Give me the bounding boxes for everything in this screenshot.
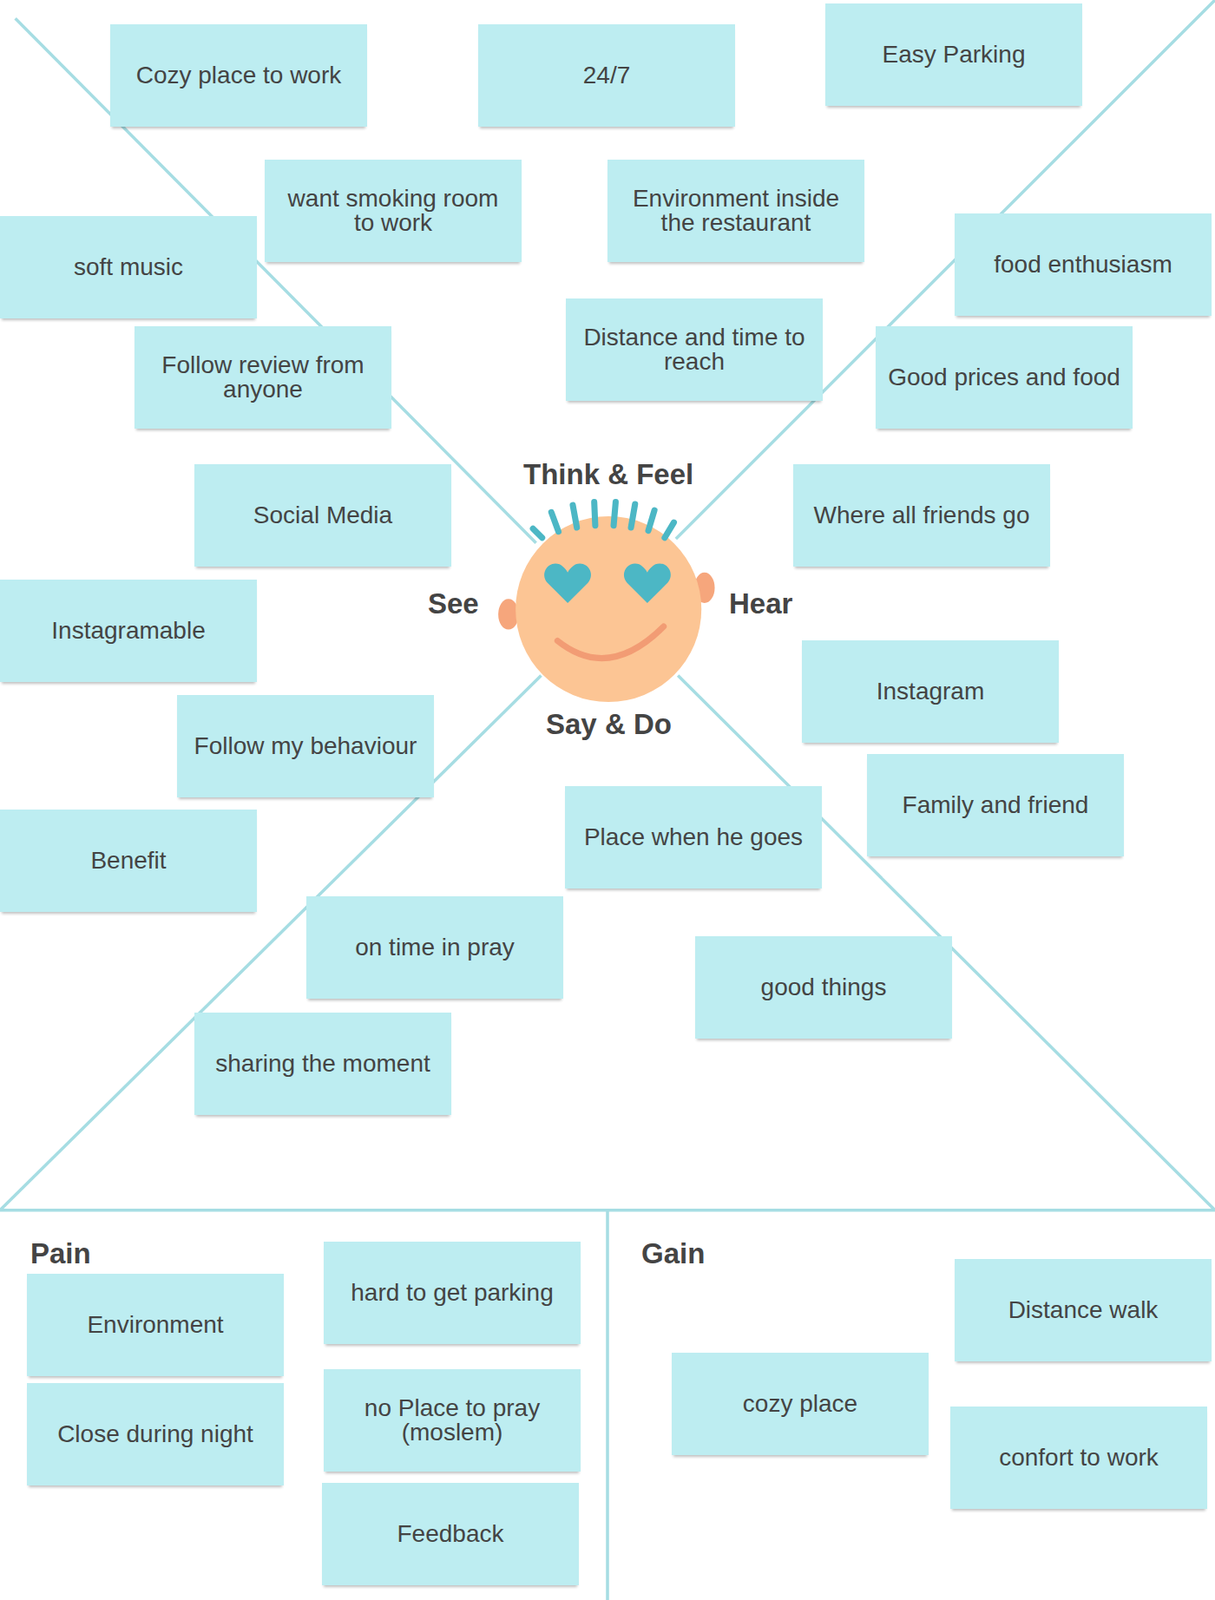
sticky-note: Follow my behaviour — [177, 695, 434, 798]
note-text: want smoking room to work — [276, 186, 510, 236]
sticky-note: food enthusiasm — [954, 213, 1212, 316]
note-text: Feedback — [397, 1522, 505, 1547]
sticky-note: Environment inside the restaurant — [607, 159, 865, 263]
note-text: Place when he goes — [584, 825, 803, 850]
sticky-note: soft music — [0, 216, 257, 319]
face-illustration — [498, 502, 715, 703]
sticky-note: Cozy place to work — [110, 24, 368, 127]
sticky-note: Place when he goes — [564, 786, 822, 889]
sticky-note: good things — [695, 936, 953, 1039]
section-label: Say & Do — [545, 708, 672, 742]
note-text: 24/7 — [583, 63, 631, 88]
note-text: sharing the moment — [215, 1051, 430, 1077]
note-text: Environment inside the restaurant — [619, 186, 853, 236]
sticky-note: cozy place — [671, 1352, 929, 1456]
sticky-note: confort to work — [950, 1406, 1208, 1510]
sticky-note: sharing the moment — [194, 1012, 452, 1116]
sticky-note: Distance and time to reach — [565, 298, 823, 401]
note-text: Close during night — [57, 1422, 254, 1447]
note-text: soft music — [73, 255, 184, 280]
sticky-note: Benefit — [0, 809, 257, 913]
note-text: Distance walk — [1008, 1298, 1159, 1323]
sticky-note: hard to get parking — [323, 1241, 581, 1345]
section-label: See — [427, 587, 480, 621]
note-text: good things — [761, 975, 887, 1000]
sticky-note: Family and friend — [866, 754, 1124, 857]
note-text: no Place to pray (moslem) — [335, 1396, 569, 1445]
sticky-note: want smoking room to work — [264, 159, 522, 263]
note-text: Where all friends go — [813, 503, 1030, 528]
sticky-note: on time in pray — [306, 896, 564, 999]
note-text: on time in pray — [354, 935, 515, 960]
sticky-note: Follow review from anyone — [134, 326, 392, 429]
note-text: Environment — [86, 1313, 224, 1338]
note-text: Distance and time to reach — [577, 325, 811, 375]
sticky-note: Environment — [26, 1274, 284, 1377]
sticky-note: Where all friends go — [793, 464, 1051, 567]
note-text: Instagramable — [51, 618, 205, 644]
sticky-note: Easy Parking — [825, 3, 1083, 106]
note-text: hard to get parking — [350, 1280, 554, 1306]
section-label: Pain — [30, 1237, 92, 1271]
note-text: Follow my behaviour — [194, 734, 418, 759]
note-text: Follow review from anyone — [146, 353, 380, 402]
note-text: Good prices and food — [887, 365, 1121, 390]
section-label: Hear — [729, 587, 793, 621]
sticky-note: 24/7 — [478, 24, 736, 127]
note-text: Benefit — [90, 848, 166, 874]
note-text: Cozy place to work — [136, 63, 342, 88]
note-text: Family and friend — [902, 793, 1090, 818]
note-text: Instagram — [876, 679, 986, 704]
sticky-note: Feedback — [321, 1483, 579, 1586]
sticky-note: Instagram — [801, 640, 1059, 743]
section-label: Think & Feel — [523, 458, 694, 492]
sticky-note: Good prices and food — [875, 326, 1133, 429]
note-text: confort to work — [998, 1445, 1159, 1471]
section-label: Gain — [641, 1237, 705, 1271]
sticky-note: Distance walk — [954, 1259, 1212, 1362]
note-text: Easy Parking — [882, 42, 1026, 67]
note-text: Social Media — [253, 503, 393, 528]
note-text: food enthusiasm — [993, 252, 1172, 277]
sticky-note: Close during night — [26, 1383, 284, 1486]
note-text: cozy place — [742, 1392, 858, 1417]
sticky-note: no Place to pray (moslem) — [323, 1369, 581, 1472]
sticky-note: Social Media — [194, 464, 452, 567]
sticky-note: Instagramable — [0, 579, 257, 683]
